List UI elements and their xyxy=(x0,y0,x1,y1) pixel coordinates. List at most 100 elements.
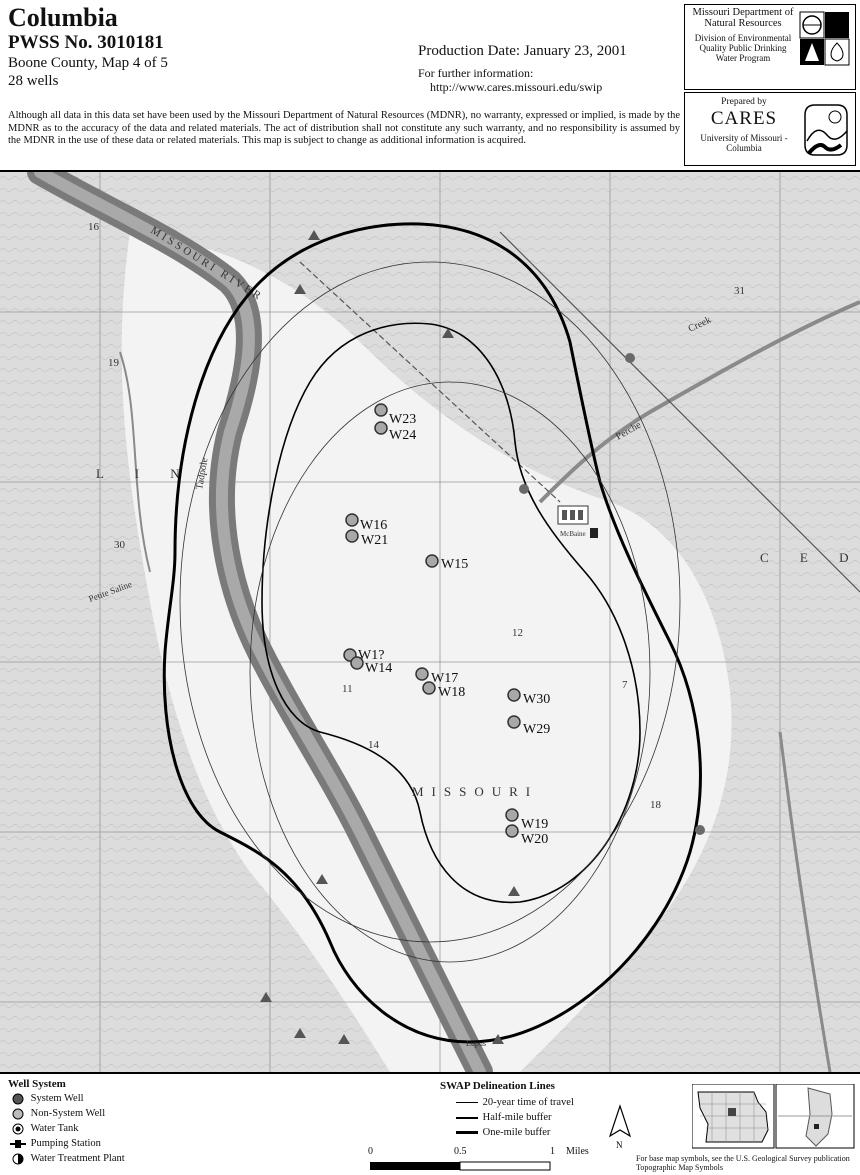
water-tanks xyxy=(260,230,520,1044)
map-area: MISSOURI RIVER MISSOURI Tadpole McBaine … xyxy=(0,172,860,1072)
twenty-year-travel-line-inner xyxy=(249,381,651,963)
well-count: 28 wells xyxy=(8,73,59,89)
scale-label-1: 1 xyxy=(550,1146,555,1157)
legend-label: System Well xyxy=(30,1093,84,1104)
well-label-w17: W17 xyxy=(431,671,458,686)
section-7: 7 xyxy=(622,679,628,691)
road-diagonal xyxy=(499,231,860,593)
well-label-w18: W18 xyxy=(438,685,465,700)
label-missouri: MISSOURI xyxy=(412,784,538,799)
legend-label: 20-year time of travel xyxy=(482,1097,574,1108)
scale-unit: Miles xyxy=(566,1146,589,1157)
mcbaine-town xyxy=(557,505,598,538)
info-url[interactable]: http://www.cares.missouri.edu/swip xyxy=(430,80,603,94)
well-system-title: Well System xyxy=(8,1078,66,1090)
system-wells-outside xyxy=(519,353,705,835)
well-label-w13: W1? xyxy=(358,648,384,663)
well-marker-w15[interactable] xyxy=(425,554,439,568)
section-19: 19 xyxy=(108,357,120,369)
tadpole-creek xyxy=(119,351,151,573)
map-header: Columbia PWSS No. 3010181 Boone County, … xyxy=(0,0,860,172)
topographic-map: MISSOURI RIVER MISSOURI Tadpole McBaine … xyxy=(0,172,860,1072)
well-label-w30: W30 xyxy=(523,692,550,707)
university-label: University of Missouri - Columbia xyxy=(700,133,788,153)
dnr-agency-box: Missouri Department of Natural Resources… xyxy=(684,4,856,90)
thick-line-icon xyxy=(456,1131,478,1135)
county-map-label: Boone County, Map 4 of 5 xyxy=(8,55,168,71)
well-marker-w24[interactable] xyxy=(374,421,388,435)
pumping-station-icon xyxy=(10,1139,26,1148)
well-marker-w17[interactable] xyxy=(415,667,429,681)
label-mcbaine: McBaine xyxy=(560,530,586,538)
dnr-logo-icon xyxy=(799,11,850,66)
legend-label: Water Tank xyxy=(30,1123,79,1134)
title-block: Columbia PWSS No. 3010181 Boone County, … xyxy=(8,4,438,90)
water-treatment-plant-icon xyxy=(12,1153,24,1165)
well-label-w23: W23 xyxy=(389,412,416,427)
missouri-river-center xyxy=(34,172,486,1072)
well-label-w14: W14 xyxy=(365,661,392,676)
label-ced: C E D xyxy=(760,550,860,565)
section-12: 12 xyxy=(512,627,523,639)
well-marker-w18[interactable] xyxy=(422,681,436,695)
legend-label: One-mile buffer xyxy=(482,1127,551,1138)
section-11: 11 xyxy=(342,683,353,695)
legend-water-treatment-plant: Water Treatment Plant xyxy=(10,1152,125,1166)
basemap-note: For base map symbols, see the U.S. Geolo… xyxy=(636,1154,850,1172)
legend-half-mile-buffer: Half-mile buffer xyxy=(456,1111,552,1125)
well-marker-w23[interactable] xyxy=(374,403,388,417)
section-grid xyxy=(0,172,860,1072)
well-marker-w29[interactable] xyxy=(507,715,521,729)
disclaimer-text: Although all data in this data set have … xyxy=(8,110,680,146)
well-label-w24: W24 xyxy=(389,428,416,443)
well-label-w19: W19 xyxy=(521,817,548,832)
section-18: 18 xyxy=(650,799,662,811)
floodplain xyxy=(121,232,732,1072)
legend-one-mile-buffer: One-mile buffer xyxy=(456,1126,550,1140)
label-lin: L I N xyxy=(96,466,194,481)
medium-line-icon xyxy=(456,1116,478,1119)
water-tank-icon xyxy=(12,1123,24,1135)
cares-box: Prepared by CARES University of Missouri… xyxy=(684,92,856,166)
one-mile-buffer xyxy=(162,222,702,1044)
well-label-w16: W16 xyxy=(360,518,387,533)
section-30: 30 xyxy=(114,539,126,551)
further-info-label: For further information: xyxy=(418,66,534,80)
label-lupus: Lupus xyxy=(466,1039,486,1048)
agency-name: Missouri Department of Natural Resources xyxy=(692,7,794,29)
legend-non-system-well: Non-System Well xyxy=(10,1107,105,1121)
well-label-w21: W21 xyxy=(361,533,388,548)
east-creek xyxy=(778,731,832,1072)
production-info: Production Date: January 23, 2001 For fu… xyxy=(418,42,688,95)
scale-label-0: 0 xyxy=(368,1146,373,1157)
well-marker-w16[interactable] xyxy=(345,513,359,527)
swap-title: SWAP Delineation Lines xyxy=(440,1080,555,1092)
well-label-w20: W20 xyxy=(521,832,548,847)
legend-label: Non-System Well xyxy=(30,1108,106,1119)
well-marker-w14[interactable] xyxy=(350,656,364,670)
legend-water-tank: Water Tank xyxy=(10,1122,79,1136)
north-label: N xyxy=(616,1140,623,1150)
system-well-icon xyxy=(12,1093,24,1105)
cares-name: CARES xyxy=(710,108,778,129)
legend-system-well: System Well xyxy=(10,1092,84,1106)
cares-logo-icon xyxy=(804,104,848,156)
scale-label-half: 0.5 xyxy=(454,1146,467,1157)
thin-line-icon xyxy=(456,1102,478,1104)
agency-division: Division of Environmental Quality Public… xyxy=(694,33,792,63)
section-31: 31 xyxy=(734,285,745,297)
location-map xyxy=(692,1084,855,1149)
well-marker-w20[interactable] xyxy=(505,824,519,838)
legend-label: Water Treatment Plant xyxy=(30,1153,125,1164)
well-marker-w19[interactable] xyxy=(505,808,519,822)
well-label-w15: W15 xyxy=(441,557,468,572)
well-marker-w21[interactable] xyxy=(345,529,359,543)
legend-twenty-year-travel: 20-year time of travel xyxy=(456,1096,574,1110)
scale-bar: 0 0.5 1 Miles xyxy=(360,1146,620,1175)
well-marker-w30[interactable] xyxy=(507,688,521,702)
legend: Well System System Well Non-System Well … xyxy=(0,1072,860,1175)
railroad xyxy=(299,261,561,503)
legend-pumping-station: Pumping Station xyxy=(10,1137,101,1151)
